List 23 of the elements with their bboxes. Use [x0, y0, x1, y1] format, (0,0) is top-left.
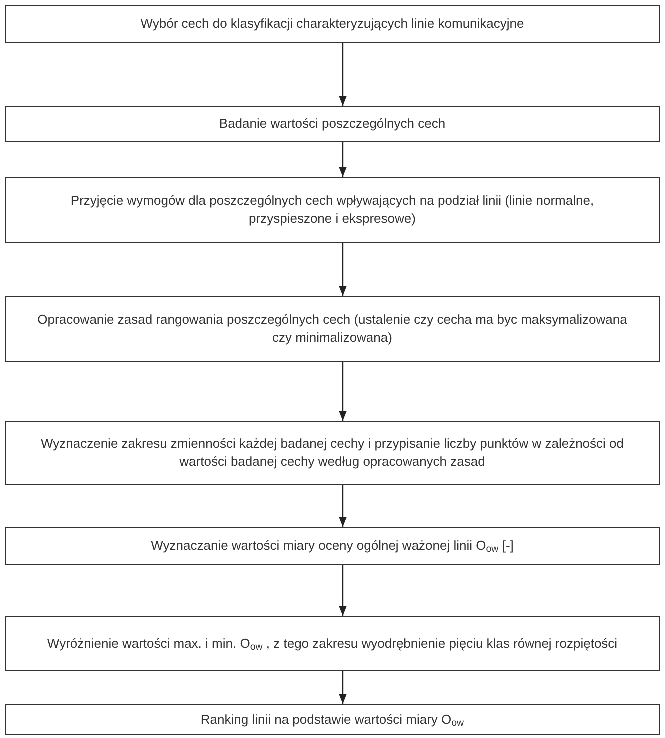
process-box	[5, 527, 660, 565]
step-text: Badanie wartości poszczególnych cech	[219, 115, 446, 133]
process-box	[5, 296, 660, 362]
arrow	[339, 565, 347, 616]
arrow	[339, 243, 347, 296]
process-box	[5, 5, 660, 43]
process-box	[5, 616, 660, 671]
step-text: Wybór cech do klasyfikacji charakteryzujących linie komunikacyjne	[140, 15, 524, 33]
arrow	[339, 671, 347, 704]
process-box	[5, 177, 660, 243]
step-text: Przyjęcie wymogów dla poszczególnych cech wpływających na podział linii (linie normalne, przyspieszone i ekspresowe)	[70, 192, 596, 228]
arrow	[339, 43, 347, 106]
step-text: Wyróżnienie wartości max. i min. O$_{ow}$ , z tego zakresu wyodrębnienie pięciu klas równej rozpiętości	[47, 634, 618, 652]
process-box	[5, 704, 660, 735]
step-text: Ranking linii na podstawie wartości miary O$_{ow}$	[200, 710, 464, 728]
arrow	[339, 142, 347, 177]
arrow	[339, 362, 347, 421]
process-box	[5, 421, 660, 485]
process-box	[5, 106, 660, 142]
step-text: Wyznaczenie zakresu zmienności każdej badanej cechy i przypisanie liczby punktów w zależności od wartości badanej cechy według opracowanych zasad	[40, 435, 625, 471]
arrow	[339, 485, 347, 527]
step-text: Opracowanie zasad rangowania poszczególnych cech (ustalenie czy cecha ma byc maksymalizowana czy minimalizowana)	[36, 311, 628, 347]
step-text: Wyznaczanie wartości miary oceny ogólnej ważonej linii O$_{ow}$ [-]	[151, 537, 514, 555]
